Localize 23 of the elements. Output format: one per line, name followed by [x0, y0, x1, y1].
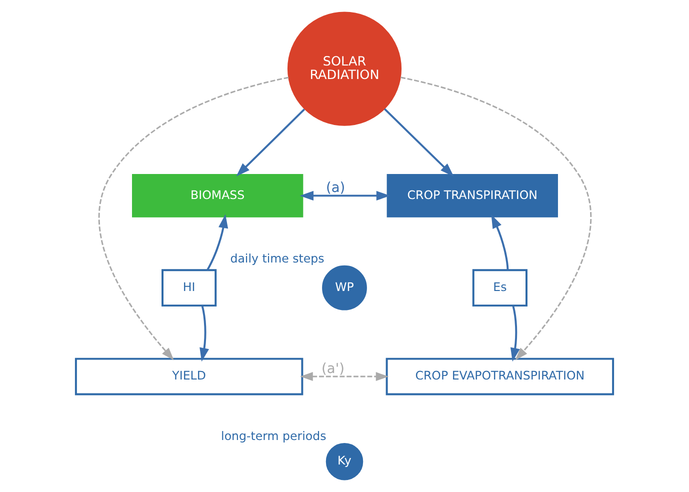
- arrow: [206, 214, 228, 271]
- node-box: YIELD: [74, 358, 304, 396]
- arrow: [236, 108, 306, 176]
- node-label: long-term periods: [221, 429, 326, 444]
- edge-label: (a'): [322, 360, 345, 377]
- node-box: CROP EVAPOTRANSPIRATION: [386, 358, 614, 396]
- node-label: daily time steps: [230, 252, 324, 266]
- node-box: BIOMASS: [132, 174, 304, 218]
- arrow: [98, 76, 289, 360]
- node-circle: SOLAR RADIATION: [287, 12, 402, 126]
- arrow: [510, 306, 520, 362]
- node-circle: Ky: [326, 442, 364, 480]
- node-circle: WP: [322, 265, 367, 310]
- node-box: Es: [472, 269, 528, 307]
- node-box: HI: [162, 269, 217, 307]
- arrow: [491, 214, 509, 270]
- arrow: [200, 306, 210, 362]
- arrow: [300, 190, 390, 201]
- arrow: [300, 372, 389, 382]
- node-box: CROP TRANSPIRATION: [386, 174, 558, 218]
- edge-label: (a): [326, 180, 346, 196]
- arrow: [400, 76, 592, 360]
- arrow: [384, 108, 454, 177]
